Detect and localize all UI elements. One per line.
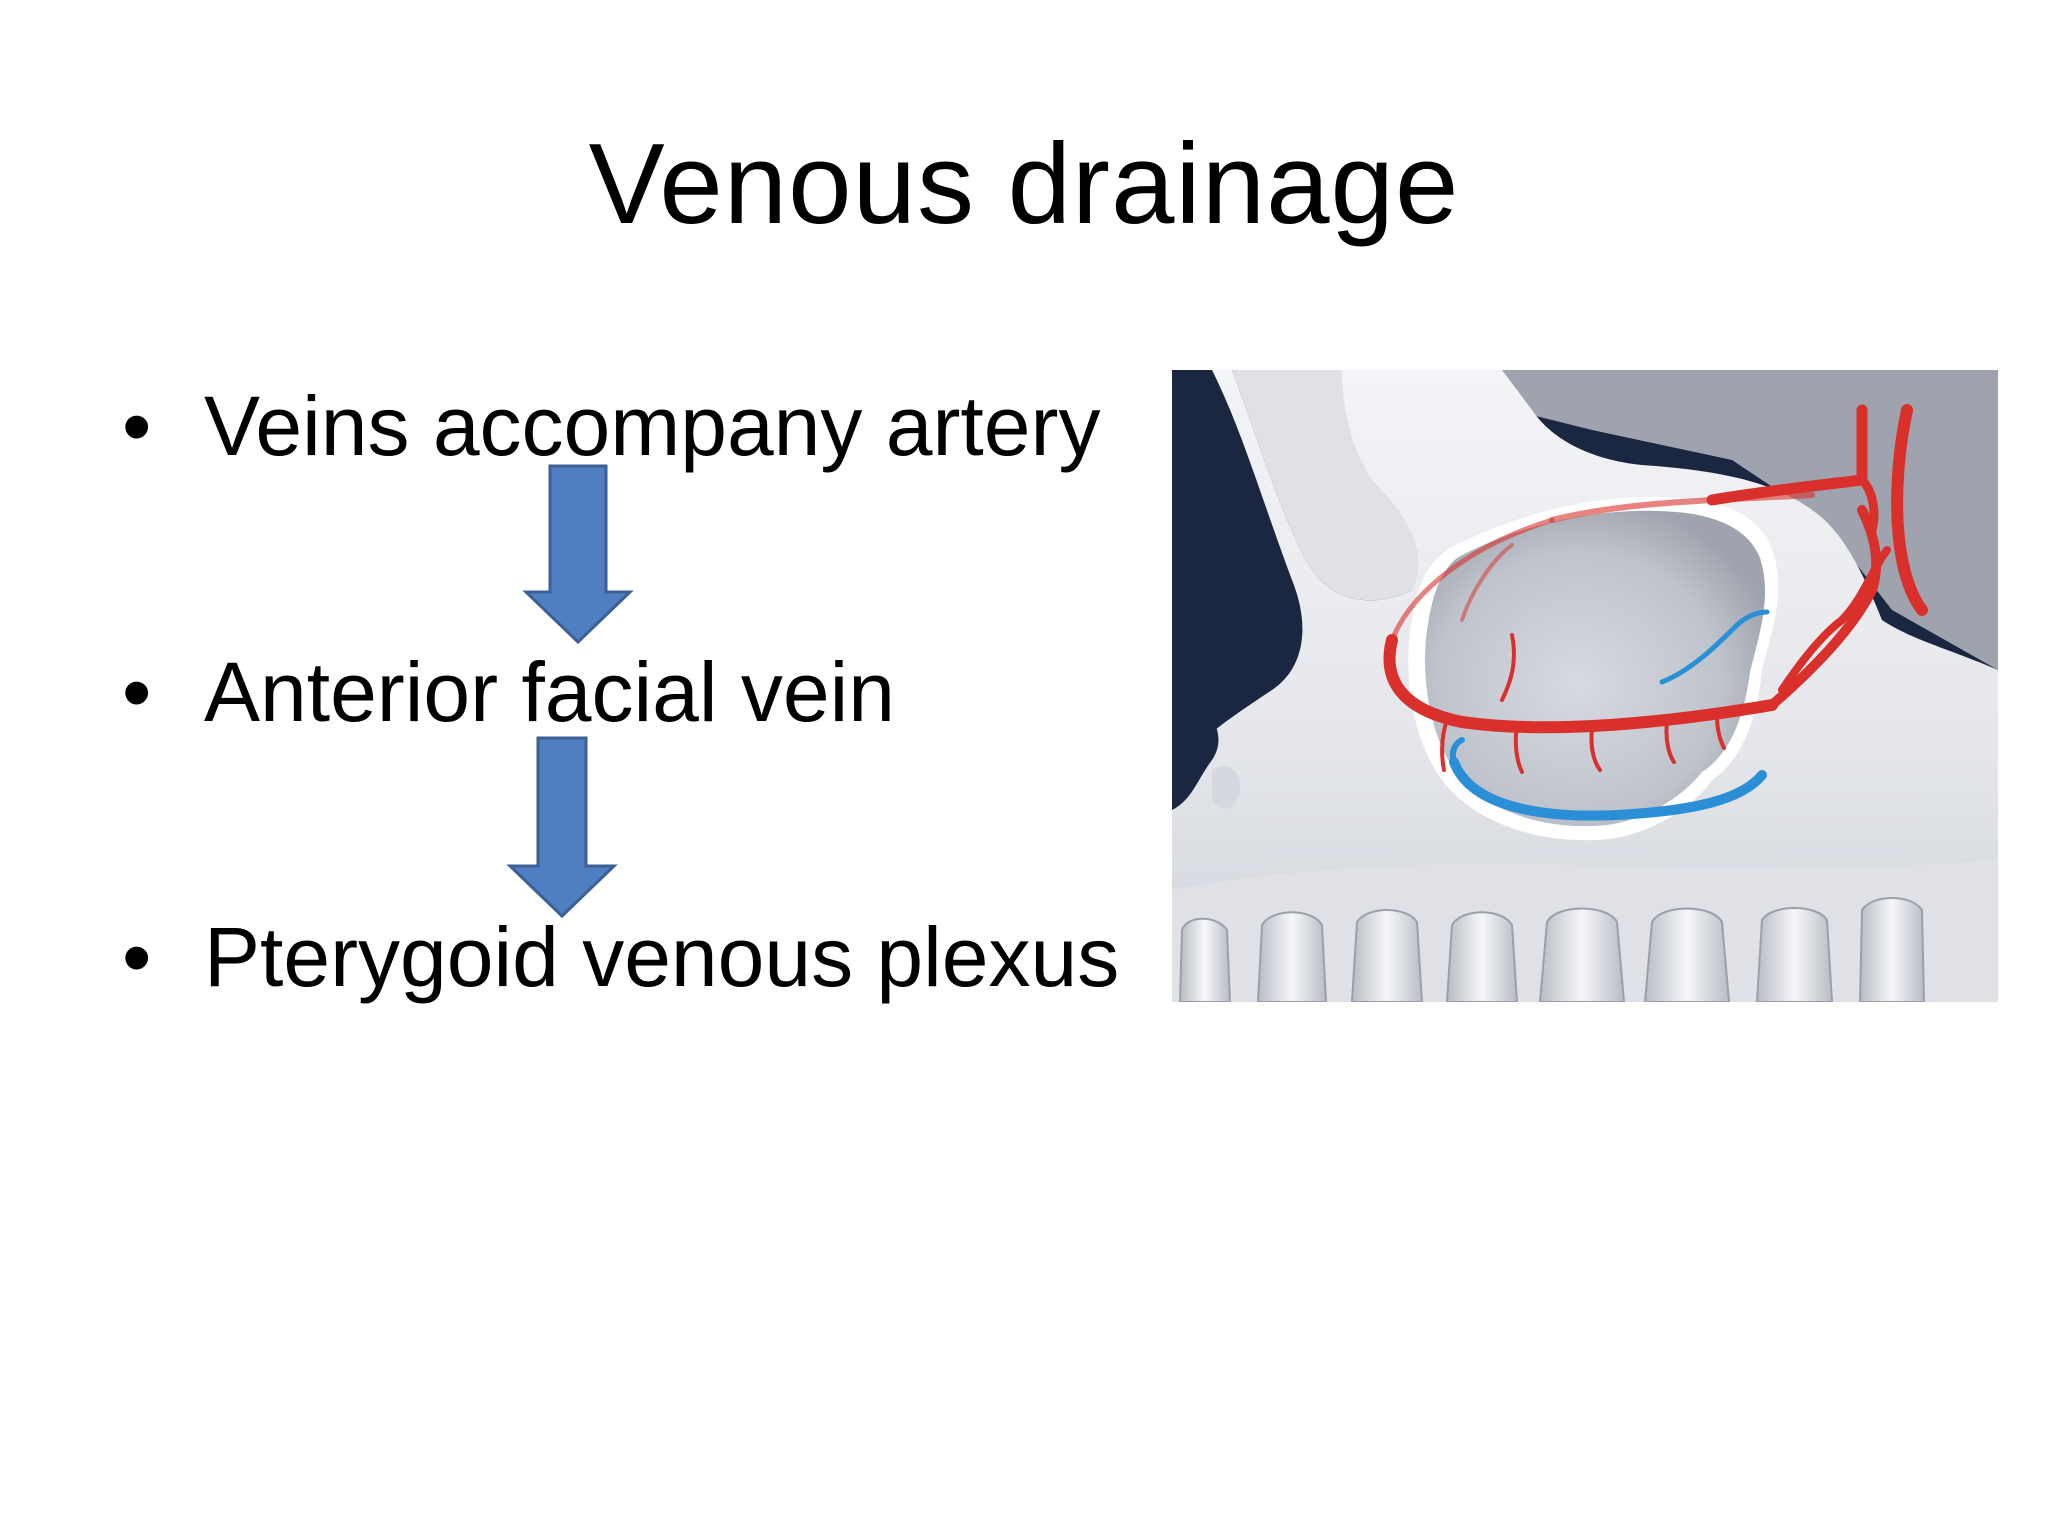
maxillary-sinus-illustration [1172,370,1998,1002]
bullet-text: Pterygoid venous plexus [204,910,1120,1004]
teeth-row [1178,897,1926,1002]
bullet-text: Anterior facial vein [204,645,895,739]
bullet-symbol: • [122,379,152,473]
bullet-symbol: • [122,645,152,739]
bullet-item: •Pterygoid venous plexus [122,915,1119,999]
down-arrow-icon [522,464,634,645]
bullet-symbol: • [122,910,152,1004]
down-arrow-icon [506,736,618,919]
bullet-item: •Veins accompany artery [122,384,1100,468]
bullet-item: •Anterior facial vein [122,650,895,734]
maxilla-bone-image [1172,370,1998,1002]
bullet-text: Veins accompany artery [204,379,1101,473]
slide-title: Venous drainage [588,121,1460,248]
